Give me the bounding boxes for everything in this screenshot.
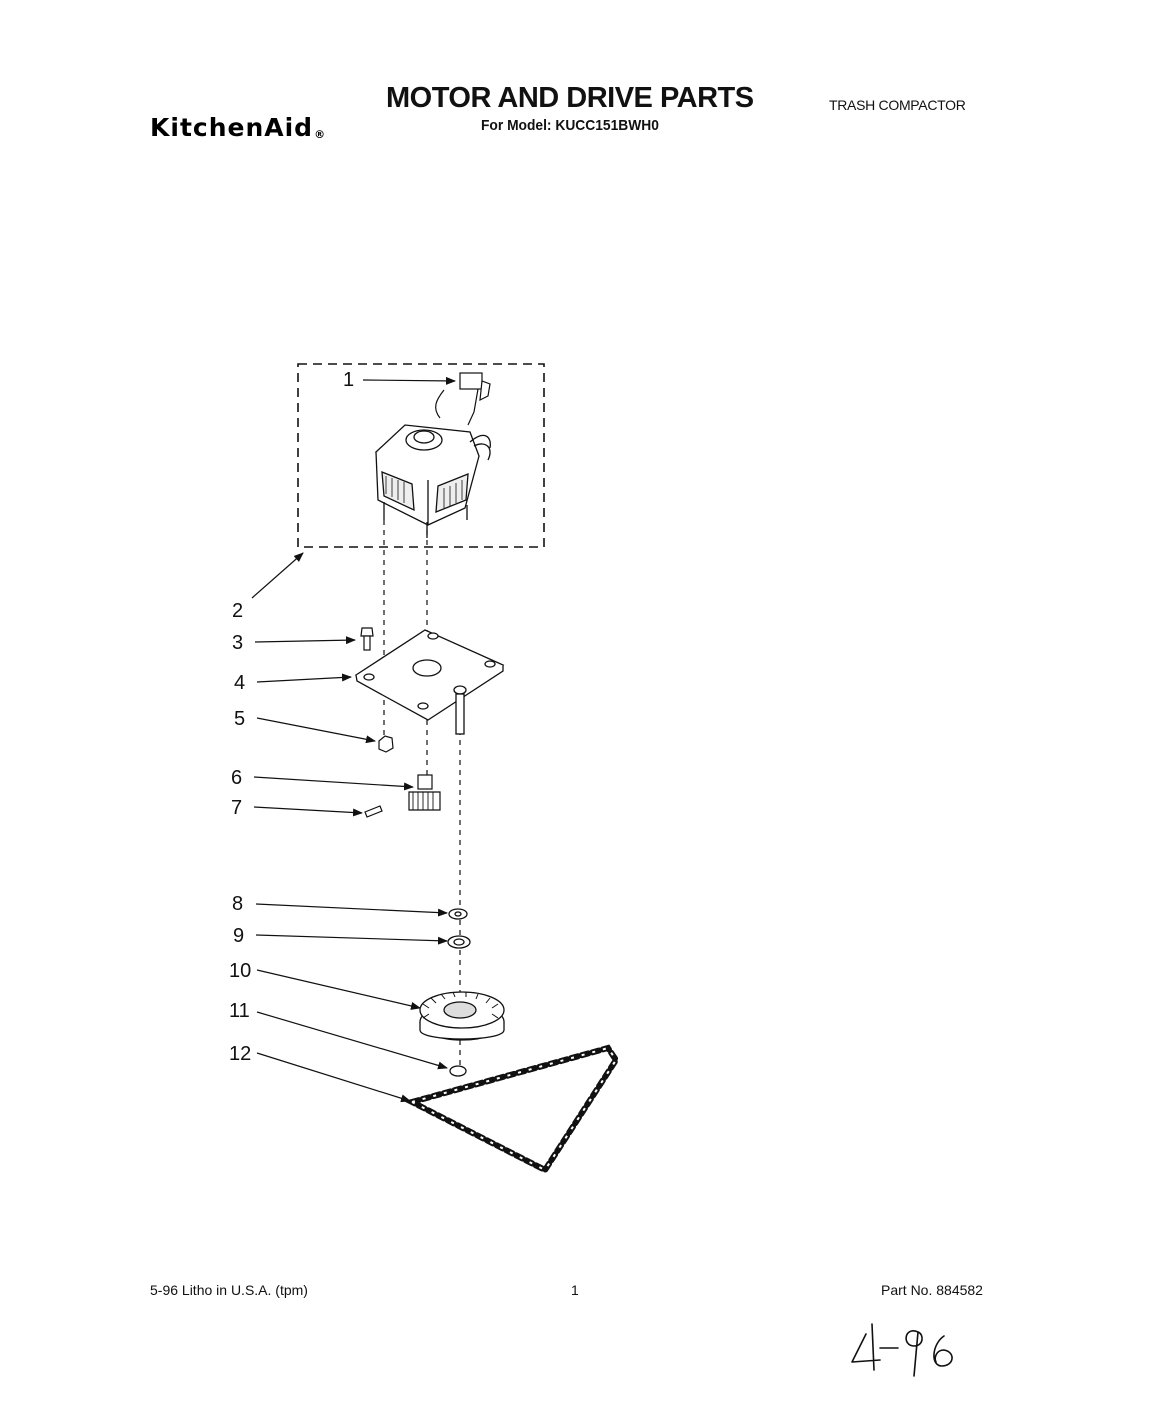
callout-3: 3: [232, 632, 244, 654]
model-number: For Model: KUCC151BWH0: [481, 117, 659, 134]
print-info: 5-96 Litho in U.S.A. (tpm): [150, 1282, 308, 1298]
leader-7: [253, 806, 363, 817]
callout-2: 2: [232, 600, 244, 622]
bolt: [360, 627, 374, 651]
leader-9: [255, 934, 448, 945]
leader-3: [254, 636, 356, 645]
callout-4: 4: [234, 672, 246, 694]
leader-6: [253, 776, 414, 791]
callout-12: 12: [229, 1043, 252, 1065]
leader-10: [256, 969, 421, 1010]
product-type: TRASH COMPACTOR: [829, 97, 966, 113]
pinion-gear: [408, 774, 441, 811]
set-screw: [364, 805, 383, 818]
washer: [448, 908, 468, 920]
leader-11: [256, 1011, 448, 1070]
callout-1: 1: [343, 369, 355, 391]
callout-6: 6: [231, 767, 243, 789]
leader-8: [255, 903, 448, 917]
leader-12: [256, 1052, 411, 1103]
page-number: 1: [571, 1282, 579, 1298]
callout-11: 11: [229, 1000, 250, 1022]
callout-8: 8: [232, 893, 244, 915]
callout-5: 5: [234, 708, 246, 730]
sprocket: [419, 991, 505, 1041]
retaining-ring: [449, 1065, 467, 1077]
leader-2: [251, 552, 304, 599]
drive-motor: [374, 424, 491, 538]
callout-7: 7: [231, 797, 243, 819]
leader-1: [362, 376, 456, 385]
leader-5: [256, 717, 376, 744]
callout-10: 10: [229, 960, 252, 982]
nut: [378, 735, 394, 753]
page-title: MOTOR AND DRIVE PARTS: [386, 82, 754, 114]
callout-9: 9: [233, 925, 245, 947]
kitchenaid-logo: KitchenAid®: [150, 113, 327, 142]
leader-4: [256, 673, 352, 683]
motor-switch: [435, 372, 491, 426]
mounting-plate: [354, 629, 505, 735]
motor-assembly-boundary: [297, 363, 545, 548]
spacer-washer: [447, 935, 471, 949]
part-number: Part No. 884582: [881, 1282, 983, 1298]
